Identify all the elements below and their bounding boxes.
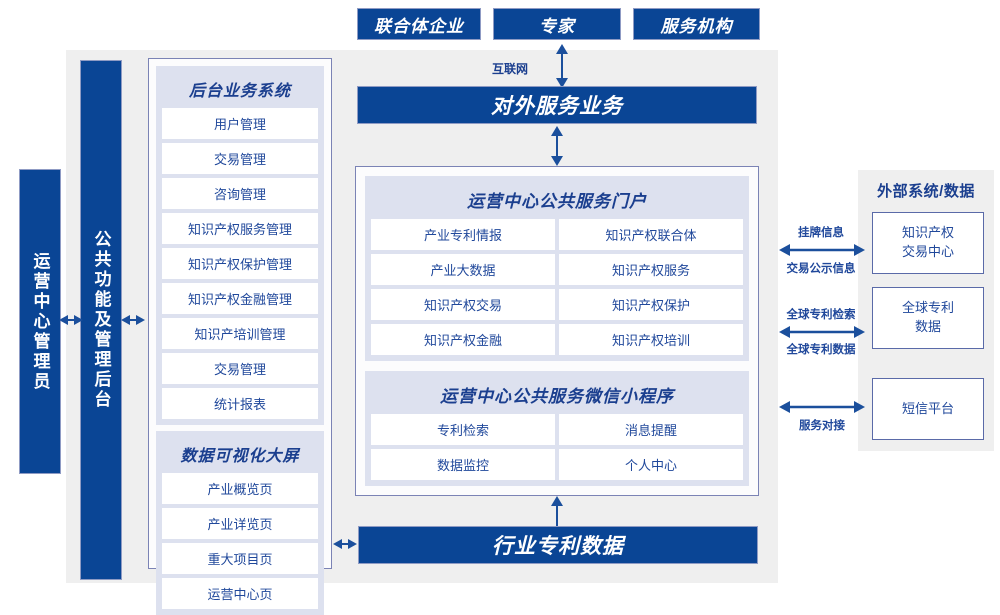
mini-program-title: 运营中心公共服务微信小程序 — [440, 387, 674, 406]
top-actor-联合体企业[interactable]: 联合体企业 — [357, 8, 481, 40]
external-link-label-above: 挂牌信息 — [798, 227, 844, 239]
top-actor-专家[interactable]: 专家 — [493, 8, 621, 40]
center-services-panel: 运营中心公共服务门户 产业专利情报 知识产权联合体 产业大数据 知识产权服务 知… — [355, 166, 759, 496]
dataviz-item[interactable]: 运营中心页 — [162, 578, 318, 609]
external-box-line1: 知识产权 — [901, 225, 954, 241]
architecture-diagram: 联合体企业 专家 服务机构 互联网 对外服务业务 运营中心管理员 公共功能及管理… — [19, 8, 994, 615]
external-box-ip-trading-center[interactable]: 知识产权 交易中心 — [872, 212, 984, 274]
industry-patent-data-bar[interactable]: 行业专利数据 — [358, 526, 758, 564]
portal-item[interactable]: 产业大数据 — [371, 254, 555, 285]
top-actor-服务机构[interactable]: 服务机构 — [633, 8, 760, 40]
external-systems-title: 外部系统/数据 — [877, 183, 975, 200]
role-bar-label: 公共功能及管理后台 — [91, 230, 111, 410]
mini-program-group: 运营中心公共服务微信小程序 专利检索 消息提醒 数据监控 个人中心 — [365, 371, 749, 486]
mini-program-grid: 专利检索 消息提醒 数据监控 个人中心 — [371, 414, 743, 480]
external-link-label-above: 全球专利检索 — [786, 309, 856, 321]
backend-panel-arrow-icon — [121, 315, 145, 325]
dataviz-item[interactable]: 产业概览页 — [162, 473, 318, 504]
external-box-label: 知识产权 交易中心 — [902, 224, 954, 262]
external-box-global-patent-data[interactable]: 全球专利 数据 — [872, 287, 984, 349]
left-systems-panel: 后台业务系统 用户管理 交易管理 咨询管理 知识产权服务管理 知识产权保护管理 … — [148, 58, 332, 615]
external-service-bar[interactable]: 对外服务业务 — [357, 86, 757, 124]
external-link-label-below: 全球专利数据 — [786, 344, 856, 356]
role-bar-public-backend[interactable]: 公共功能及管理后台 — [80, 60, 122, 580]
external-link-arrow-icon-3 — [779, 401, 865, 413]
backend-item[interactable]: 交易管理 — [162, 143, 318, 174]
backend-item[interactable]: 交易管理 — [162, 353, 318, 384]
backend-business-system-group: 后台业务系统 用户管理 交易管理 咨询管理 知识产权服务管理 知识产权保护管理 … — [156, 66, 324, 425]
miniprogram-item[interactable]: 消息提醒 — [559, 414, 743, 445]
portal-item[interactable]: 知识产权培训 — [559, 324, 743, 355]
external-box-line2: 交易中心 — [901, 244, 954, 259]
miniprogram-item[interactable]: 数据监控 — [371, 449, 555, 480]
dataviz-item[interactable]: 重大项目页 — [162, 543, 318, 574]
backend-system-title: 后台业务系统 — [188, 83, 291, 100]
operator-backend-arrow-icon — [59, 315, 83, 325]
internet-arrow-icon — [556, 44, 568, 88]
backend-item[interactable]: 知识产权服务管理 — [162, 213, 318, 244]
external-link-arrow-icon-2 — [779, 326, 865, 338]
service-portal-arrow-icon — [551, 126, 563, 166]
portal-item[interactable]: 知识产权服务 — [559, 254, 743, 285]
portal-item[interactable]: 知识产权交易 — [371, 289, 555, 320]
data-visualization-group: 数据可视化大屏 产业概览页 产业详览页 重大项目页 运营中心页 — [156, 431, 324, 615]
public-portal-group: 运营中心公共服务门户 产业专利情报 知识产权联合体 产业大数据 知识产权服务 知… — [365, 176, 749, 361]
role-bar-label: 运营中心管理员 — [30, 251, 50, 392]
top-actor-label: 专家 — [539, 16, 575, 36]
backend-item[interactable]: 知识产培训管理 — [162, 318, 318, 349]
external-box-sms-platform[interactable]: 短信平台 — [872, 378, 984, 440]
external-box-line1: 全球专利 — [901, 300, 954, 316]
dataviz-item[interactable]: 产业详览页 — [162, 508, 318, 539]
backend-item[interactable]: 统计报表 — [162, 388, 318, 419]
external-box-line2: 数据 — [914, 319, 941, 334]
public-portal-title: 运营中心公共服务门户 — [467, 192, 647, 211]
portal-item[interactable]: 知识产权金融 — [371, 324, 555, 355]
portal-item[interactable]: 知识产权保护 — [559, 289, 743, 320]
top-actor-label: 服务机构 — [660, 16, 733, 36]
data-visualization-title: 数据可视化大屏 — [180, 448, 300, 465]
miniprogram-item[interactable]: 专利检索 — [371, 414, 555, 445]
panel-industry-data-arrow-icon — [333, 539, 357, 549]
backend-item[interactable]: 咨询管理 — [162, 178, 318, 209]
role-bar-operator[interactable]: 运营中心管理员 — [19, 169, 61, 474]
portal-item[interactable]: 产业专利情报 — [371, 219, 555, 250]
portal-item[interactable]: 知识产权联合体 — [559, 219, 743, 250]
backend-item[interactable]: 知识产权保护管理 — [162, 248, 318, 279]
backend-item[interactable]: 知识产权金融管理 — [162, 283, 318, 314]
external-box-label: 全球专利 数据 — [902, 299, 954, 337]
industry-patent-data-label: 行业专利数据 — [492, 535, 624, 558]
miniprogram-item[interactable]: 个人中心 — [559, 449, 743, 480]
backend-item[interactable]: 用户管理 — [162, 108, 318, 139]
external-link-arrow-icon-1 — [779, 244, 865, 256]
public-portal-grid: 产业专利情报 知识产权联合体 产业大数据 知识产权服务 知识产权交易 知识产权保… — [371, 219, 743, 355]
external-link-label-below: 服务对接 — [799, 420, 845, 432]
internet-label: 互联网 — [492, 62, 529, 76]
external-link-label-below: 交易公示信息 — [786, 263, 856, 275]
external-box-label: 短信平台 — [901, 400, 954, 416]
external-service-label: 对外服务业务 — [491, 95, 623, 118]
top-actor-label: 联合体企业 — [374, 16, 464, 36]
